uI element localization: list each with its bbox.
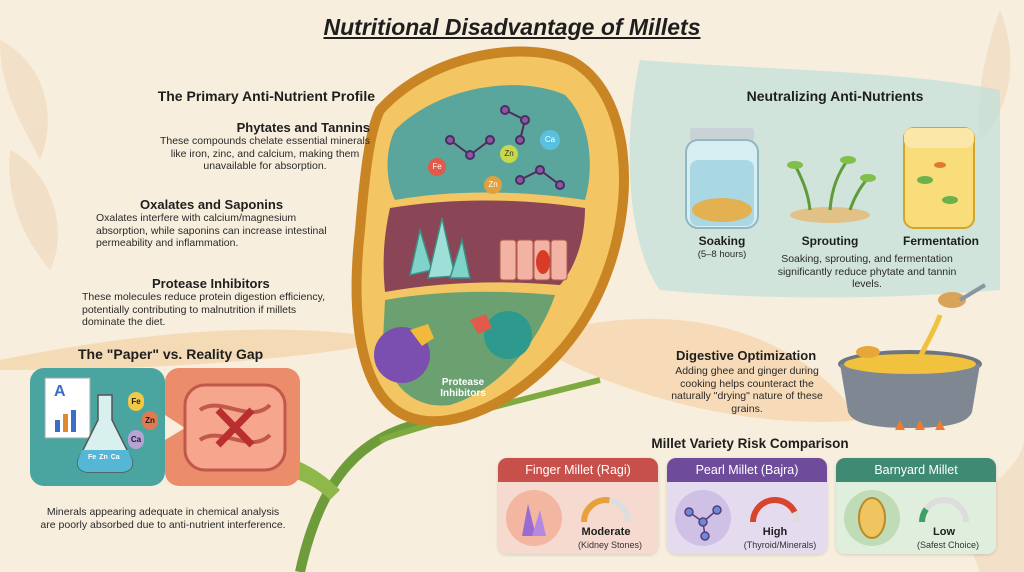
mineral-fe: Fe: [128, 392, 144, 411]
svg-text:A: A: [54, 383, 66, 400]
soaking-sub: (5–8 hours): [697, 249, 747, 260]
comparison-heading: Millet Variety Risk Comparison: [651, 436, 849, 451]
soaking-label: Soaking: [698, 234, 746, 248]
gap-heading: The "Paper" vs. Reality Gap: [78, 346, 264, 362]
risk-level: Moderate: [581, 526, 631, 538]
card-body: Low (Safest Choice): [836, 482, 996, 554]
gauge-fill: [750, 497, 798, 523]
seed-mineral-ca: Ca: [540, 130, 560, 150]
soaking-jar-icon: [685, 128, 759, 229]
card-title: Pearl Millet (Bajra): [667, 458, 827, 482]
mineral-fe: Fe: [88, 454, 97, 461]
gap-backdrop: [0, 329, 400, 370]
risk-note: (Kidney Stones): [577, 540, 643, 550]
cooking-pot-icon: [838, 283, 987, 430]
oxalates-text: Oxalates interfere with calcium/magnesiu…: [96, 212, 327, 249]
risk-level: High: [762, 526, 788, 538]
fermentation-label: Fermentation: [902, 234, 979, 248]
risk-card-pearl-millet: Pearl Millet (Bajra) High (Thyroid/Miner…: [667, 458, 827, 554]
card-title: Finger Millet (Ragi): [498, 458, 658, 482]
paper-minerals: Fe Zn Ca: [128, 392, 164, 449]
risk-card-barnyard-millet: Barnyard Millet Low (Safest Choice): [836, 458, 996, 554]
profile-heading: The Primary Anti-Nutrient Profile: [157, 88, 375, 104]
risk-level: Low: [933, 526, 955, 538]
page-title: Nutritional Disadvantage of Millets: [323, 14, 701, 40]
risk-card-finger-millet: Finger Millet (Ragi) Moderate (Kidney St…: [498, 458, 658, 554]
fermentation-jar-icon: [903, 127, 975, 229]
gap-caption: Minerals appearing adequate in chemical …: [40, 506, 286, 531]
mineral-ca: Ca: [110, 454, 120, 461]
neutralize-caption: Soaking, sprouting, and fermentation sig…: [777, 253, 957, 290]
gauge-fill: [919, 507, 929, 523]
neutralize-heading: Neutralizing Anti-Nutrients: [746, 88, 924, 104]
crystal-icon: [522, 504, 536, 536]
protease-text: These molecules reduce protein digestion…: [82, 291, 325, 328]
card-art: [506, 490, 631, 546]
phytates-text: These compounds chelate essential minera…: [159, 135, 371, 172]
seed-mineral-zn-2: Zn: [484, 176, 502, 194]
seed-mineral-zn: Zn: [500, 145, 518, 163]
mineral-ca: Ca: [128, 430, 144, 449]
card-art: [675, 490, 800, 546]
sprouting-label: Sprouting: [801, 234, 859, 248]
protease-label: Protease Inhibitors: [440, 377, 486, 399]
protease-title: Protease Inhibitors: [152, 276, 270, 291]
plant-stem: [295, 415, 441, 572]
digestive-heading: Digestive Optimization: [676, 348, 817, 363]
digestive-text: Adding ghee and ginger during cooking he…: [671, 365, 823, 415]
card-body: High (Thyroid/Minerals): [667, 482, 827, 554]
molecule-icon: [684, 505, 722, 541]
grain-icon: [858, 497, 886, 539]
card-title: Barnyard Millet: [836, 458, 996, 482]
risk-note: (Safest Choice): [916, 540, 980, 550]
sprouting-icon: [787, 156, 876, 223]
gauge-fill: [581, 497, 610, 523]
oxalates-title: Oxalates and Saponins: [140, 197, 284, 212]
phytates-title: Phytates and Tannins: [236, 120, 370, 135]
teal-backdrop: [629, 60, 1000, 298]
card-art: [844, 490, 969, 546]
mineral-zn: Zn: [99, 454, 108, 461]
flask-minerals: Fe Zn Ca: [88, 454, 138, 461]
seed-mineral-fe: Fe: [428, 158, 446, 176]
mineral-zn: Zn: [142, 411, 158, 430]
gauge-track: [919, 497, 969, 523]
risk-note: (Thyroid/Minerals): [743, 540, 817, 550]
orange-backdrop: [560, 318, 860, 422]
card-body: Moderate (Kidney Stones): [498, 482, 658, 554]
